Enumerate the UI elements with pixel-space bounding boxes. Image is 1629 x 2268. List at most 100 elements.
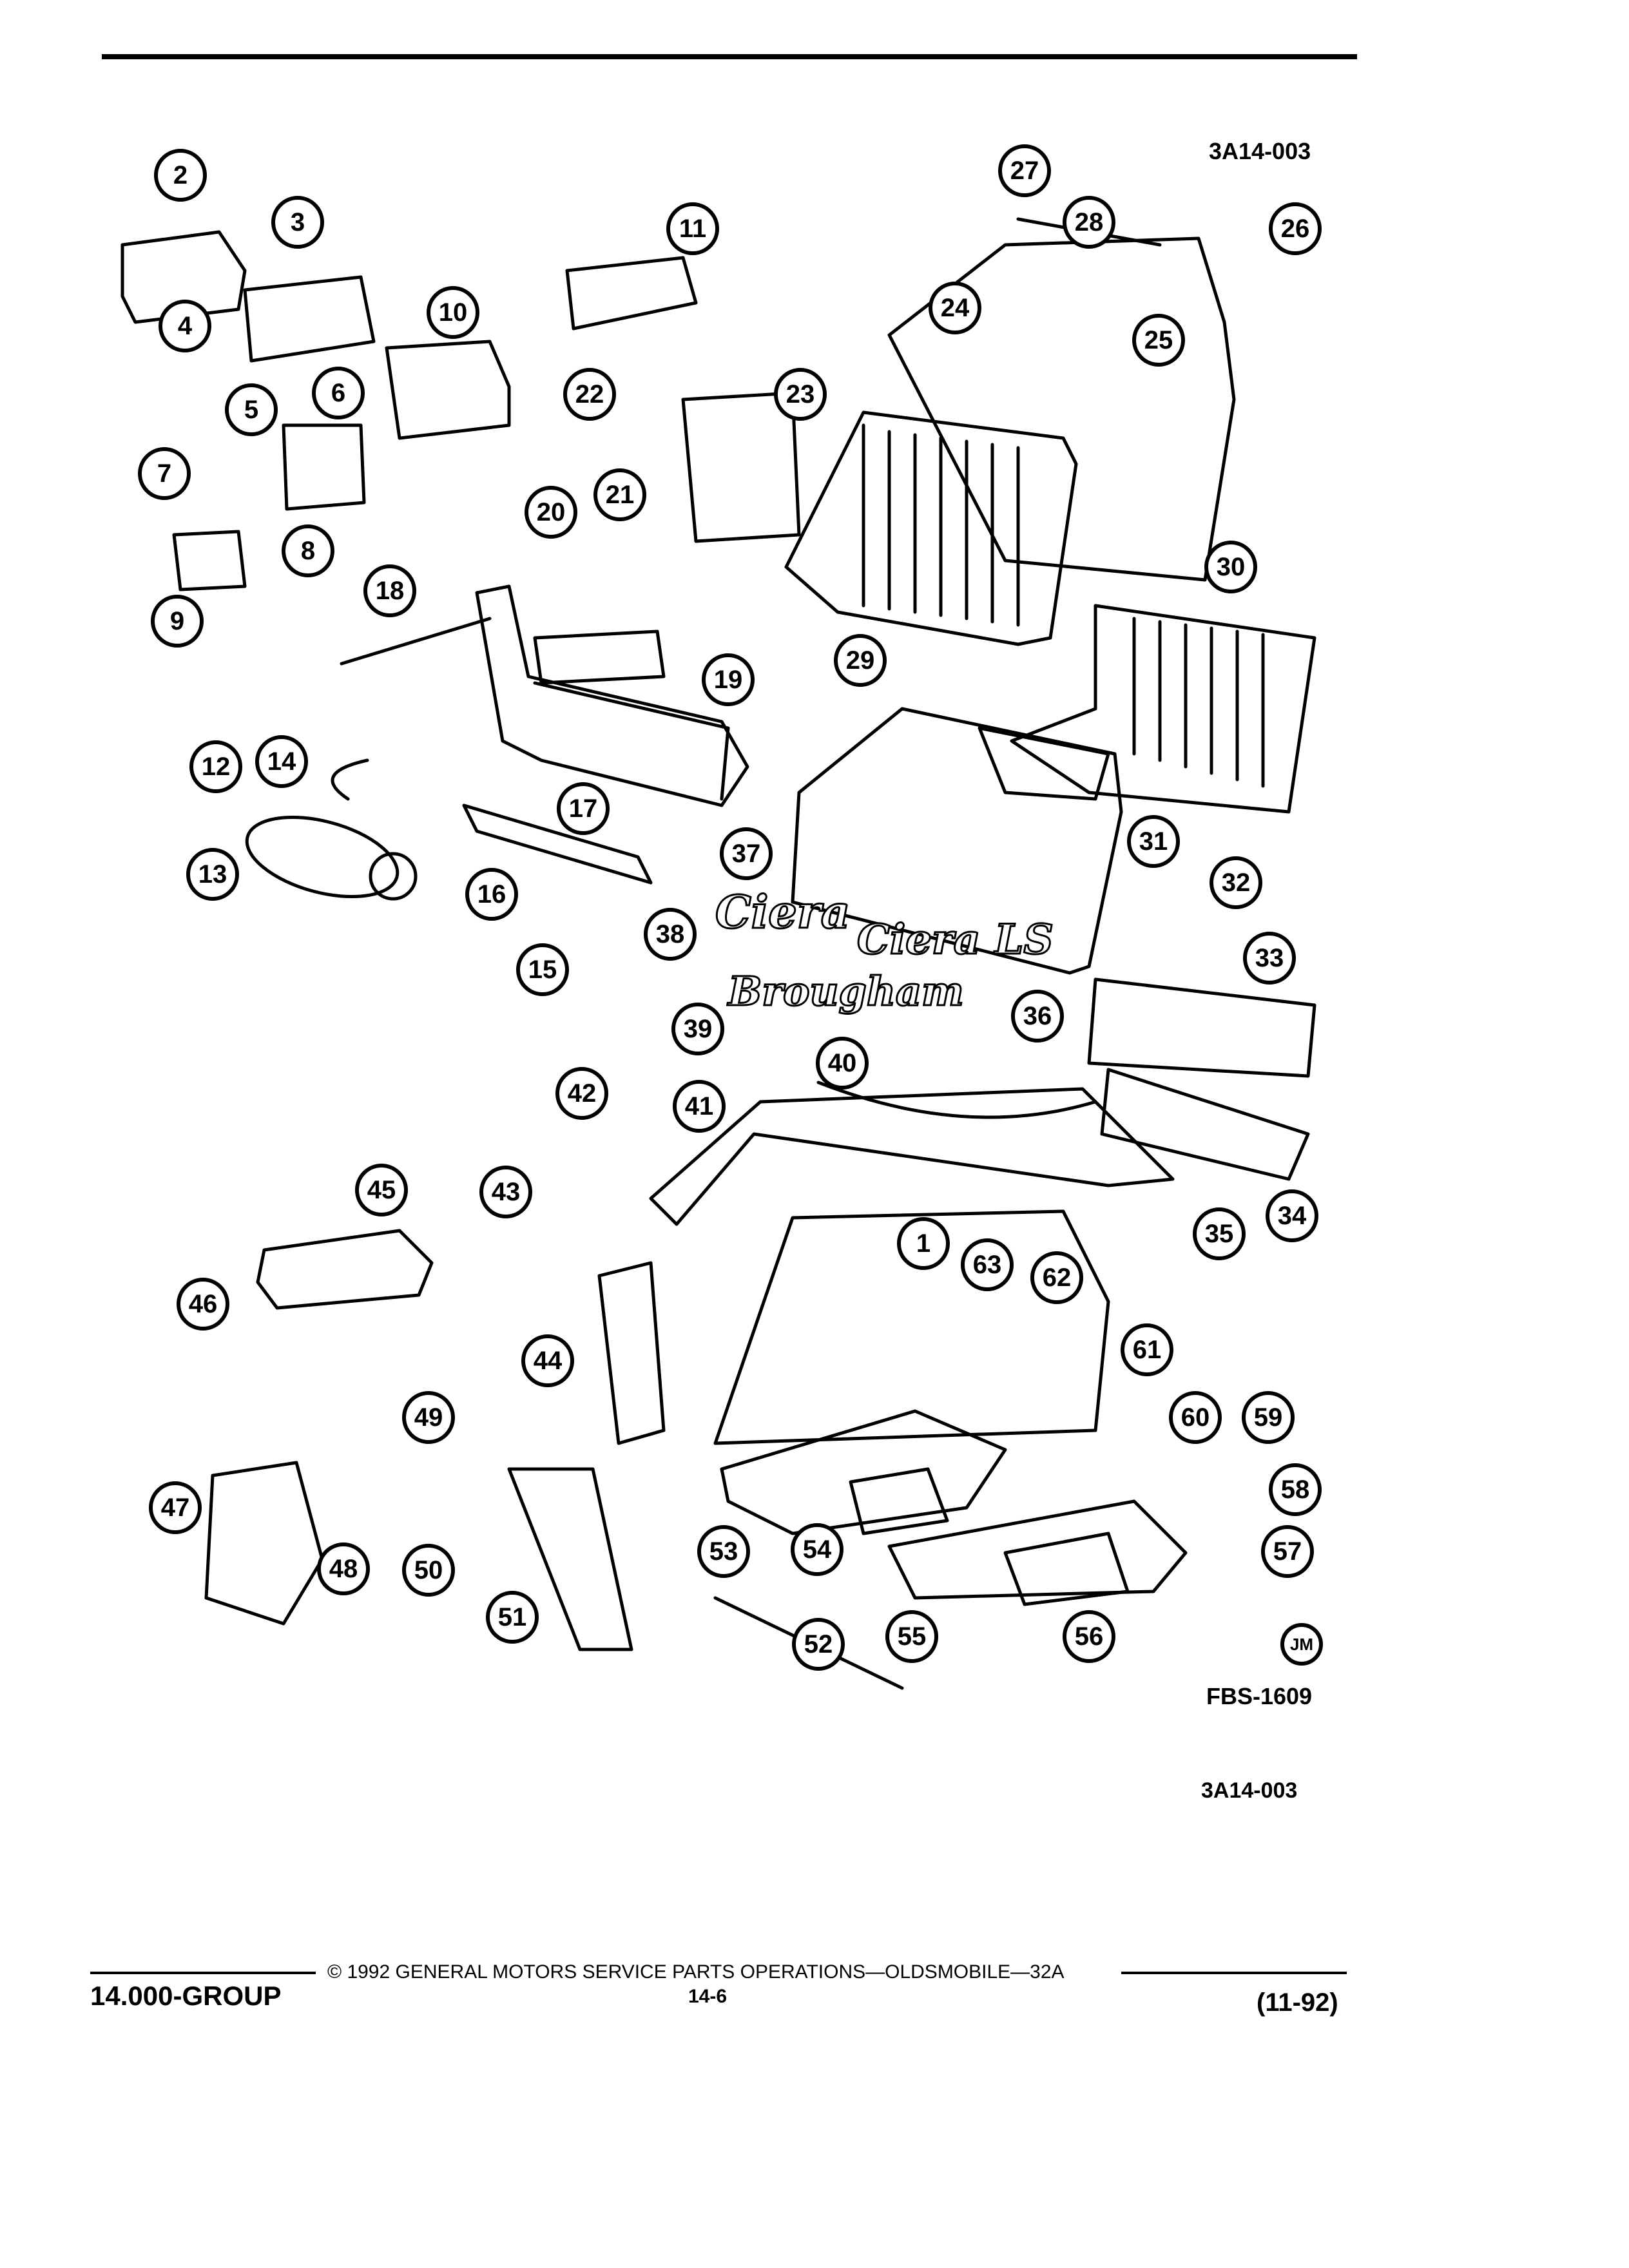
rear-trim-panel-30 [1010,604,1316,814]
svg-text:JM: JM [1290,1635,1313,1654]
callout-56: 56 [1063,1610,1115,1663]
switch-11 [565,256,698,331]
svg-text:38: 38 [656,920,685,948]
callout-28: 28 [1063,196,1115,249]
svg-text:29: 29 [846,646,875,675]
callout-8: 8 [282,524,334,577]
callout-13: 13 [186,848,239,901]
svg-text:14: 14 [267,747,296,776]
emblem-ciera: Ciera [715,885,850,939]
figure-code-bottom: 3A14-003 [1201,1778,1298,1803]
footer-page-number: 14-6 [688,1986,728,2007]
callout-22: 22 [563,368,616,421]
emblem-brougham: Brougham [727,968,964,1015]
callout-61: 61 [1121,1323,1173,1376]
svg-text:44: 44 [534,1347,563,1375]
bezel-3 [243,275,376,363]
callout-12: 12 [189,740,242,793]
svg-text:19: 19 [714,666,743,694]
mid-line [816,1081,1097,1119]
pull-handle-16 [462,803,653,885]
svg-text:32: 32 [1222,869,1251,897]
callout-14: 14 [255,735,308,788]
svg-text:37: 37 [732,840,761,868]
door-inner-panel-part [887,236,1236,582]
callout-29: 29 [834,634,887,687]
svg-text:15: 15 [528,956,557,984]
svg-text:3: 3 [291,208,305,236]
callout-44: 44 [521,1334,574,1387]
callout-54: 54 [791,1523,843,1576]
mirror-45 [256,1229,434,1310]
svg-text:8: 8 [301,537,315,565]
pillar-48 [204,1461,324,1626]
mirror-54 [849,1467,949,1535]
svg-text:41: 41 [685,1092,714,1120]
pad-33 [1087,977,1316,1078]
svg-text:5: 5 [244,396,258,424]
callout-30: 30 [1204,541,1257,593]
sunshade-55 [887,1499,1188,1600]
callout-47: 47 [149,1481,202,1534]
svg-text:31: 31 [1139,827,1168,856]
callout-24: 24 [929,282,981,334]
svg-text:60: 60 [1181,1403,1210,1432]
svg-text:40: 40 [828,1049,857,1077]
screw-18 [340,617,492,666]
callout-43: 43 [479,1166,532,1218]
svg-text:24: 24 [941,294,970,322]
callout-19: 19 [702,653,755,706]
svg-text:36: 36 [1023,1002,1052,1030]
svg-text:61: 61 [1133,1336,1162,1364]
callout-49: 49 [402,1391,455,1444]
callout-3: 3 [271,196,324,249]
callout-34: 34 [1266,1189,1318,1242]
callout-35: 35 [1193,1207,1246,1260]
svg-text:12: 12 [202,753,231,781]
garnish-41 [649,1087,1175,1226]
callout-42: 42 [555,1067,608,1120]
svg-text:62: 62 [1043,1264,1072,1292]
callout-52: 52 [792,1618,845,1671]
footer-rule-right [1121,1972,1347,1974]
lower-trim-panel-31 [791,707,1123,975]
svg-text:22: 22 [575,380,604,408]
callout-18: 18 [363,564,416,617]
sunshade-53 [720,1409,1007,1535]
svg-text:4: 4 [178,312,193,340]
switch-housing-6 [282,423,366,511]
top-rule [102,54,1357,59]
svg-text:1: 1 [916,1229,930,1258]
svg-text:52: 52 [804,1630,833,1658]
svg-text:7: 7 [157,459,171,488]
switch-19 [533,629,666,685]
lamp-34 [1100,1068,1310,1181]
callout-55: 55 [885,1610,938,1663]
svg-text:47: 47 [161,1494,190,1522]
callout-7: 7 [138,447,191,500]
callout-21: 21 [593,468,646,521]
svg-text:2: 2 [173,161,188,189]
svg-text:13: 13 [198,860,227,889]
callout-9: 9 [151,595,204,648]
headliner [713,1209,1110,1445]
emblem-ciera-ls: Ciera LS [857,916,1054,964]
callout-50: 50 [402,1544,455,1597]
svg-text:26: 26 [1281,215,1310,243]
svg-text:17: 17 [569,794,598,823]
callout-6: 6 [312,367,365,419]
svg-text:57: 57 [1273,1537,1302,1566]
clip-14 [331,758,369,801]
callout-53: 53 [697,1525,750,1578]
svg-text:53: 53 [709,1537,738,1566]
svg-text:50: 50 [414,1556,443,1584]
svg-text:35: 35 [1205,1220,1234,1248]
svg-text:51: 51 [498,1603,527,1631]
svg-text:16: 16 [477,880,506,908]
svg-text:21: 21 [606,481,635,509]
callout-31: 31 [1127,815,1180,868]
callout-15: 15 [516,943,569,996]
callout-63: 63 [961,1238,1014,1291]
callout-58: 58 [1269,1463,1322,1516]
